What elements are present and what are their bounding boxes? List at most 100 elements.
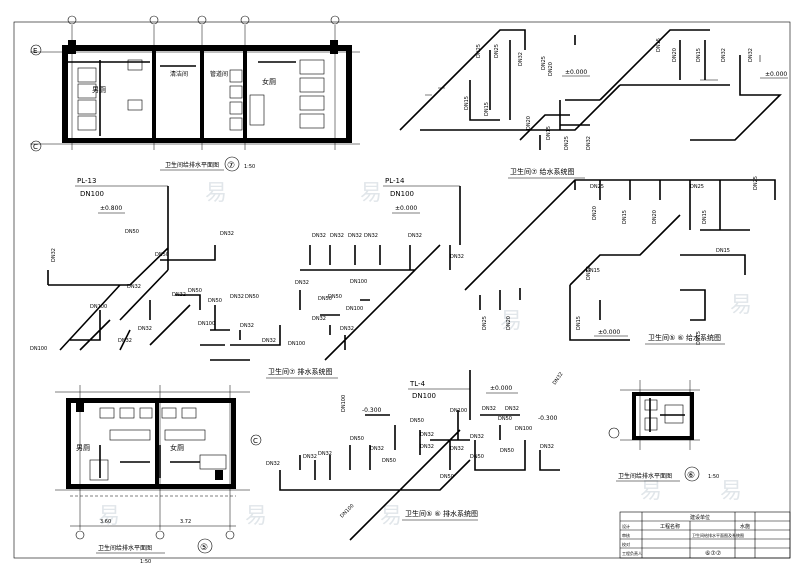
title-block-field: 工程负责人 [622,550,642,556]
pipe-size-label: DN32 [312,233,326,239]
pipe-size-label: DN50 [125,229,139,235]
title-block: 建设单位 工程名称 卫生间给排水平面图及系统图 水施 ⑥⑦⑦ 设计 审核 校对 … [619,511,791,559]
pipe-size-label: DN32 [408,233,422,239]
pipe-size-label: DN15 [696,48,702,62]
pipe-size-label: DN32 [505,406,519,412]
supply-system-7: DN25 DN25 DN32 DN25 DN20 DN15 DN15 DN20 … [399,29,788,179]
pipe-size-label: DN32 [586,266,592,280]
watermark-text: 易 [360,181,382,206]
pipe-size-label: DN20 [548,62,554,76]
drain-system-56: TL-4 DN100 ±0.000 DN100 -0.300 -0.300 DN… [266,370,560,541]
pipe-size-label: DN100 [350,279,367,285]
drawing-number: ⑥ [687,471,695,481]
riser-size: DN100 [412,392,436,400]
pipe-size-label: DN32 [364,233,378,239]
pipe-size-label: DN15 [464,96,470,110]
drawing-title: 卫生间给排水平面图 [618,472,672,480]
pipe-size-label: DN100 [339,503,355,519]
pipe-size-label: DN32 [450,254,464,260]
pipe-size-label: DN100 [288,341,305,347]
pipe-size-label: DN15 [586,268,600,274]
title-block-field: 工程名称 [660,523,680,530]
pipe-size-label: DN32 [330,233,344,239]
elevation-label: ±0.000 [765,71,787,78]
pipe-size-label: DN25 [690,184,704,190]
pipe-size-label: DN32 [312,316,326,322]
drawing-title: 卫生间⑦ 排水系统图 [268,367,333,376]
pipe-size-label: DN15 [656,38,662,52]
watermark-text: 易 [640,479,662,504]
watermark-text: 易 [730,293,752,318]
pipe-size-label: DN50 [208,298,222,304]
watermark-text: 易 [720,479,742,504]
pipe-size-label: DN50 [188,288,202,294]
elevation-label: ±0.000 [598,329,620,336]
pipe-size-label: DN100 [450,408,467,414]
elevation-label: ±0.000 [490,385,512,392]
axis-marker [30,44,42,56]
pipe-size-label: DN15 [546,126,552,140]
drawing-number-circle [197,538,213,554]
pipe-size-label: DN15 [484,102,490,116]
title-block-field: 审核 [622,532,630,538]
pipe-size-label: DN25 [564,136,570,150]
elevation-label: ±0.000 [565,69,587,76]
pipe-size-label: DN15 [622,210,628,224]
watermark-text: 易 [98,504,120,529]
riser-size: DN100 [80,190,104,198]
pipe-size-label: DN50 [440,474,454,480]
pipe-size-label: DN50 [382,458,396,464]
pipe-size-label: DN32 [348,233,362,239]
title-block-field: ⑥⑦⑦ [705,550,722,557]
pipe-size-label: DN15 [702,210,708,224]
pipe-size-label: DN32 [51,248,57,262]
pipe-size-label: DN20 [506,316,512,330]
scale-label: 1:50 [140,559,151,565]
pipe-size-label: DN15 [716,248,730,254]
plan-top: E C 男厕 [30,15,360,172]
pipe-size-label: DN32 [420,432,434,438]
riser-label: PL-13 [77,177,96,185]
riser-label: TL-4 [409,380,426,388]
pipe-size-label: DN100 [90,304,107,310]
pipe-size-label: DN32 [470,434,484,440]
pipe-size-label: DN20 [672,48,678,62]
pipe-size-label: DN32 [450,446,464,452]
pipe-size-label: DN15 [576,316,582,330]
room-label: 清洁间 [170,70,188,78]
pipe-size-label: DN20 [652,210,658,224]
watermark-text: 易 [205,181,227,206]
pipe-size-label: DN32 [721,48,727,62]
watermark-text: 易 [380,504,402,529]
pipe-size-label: DN100 [30,346,47,352]
pipe-size-label: DN15 [696,331,702,345]
elevation-label: ±0.000 [395,205,417,212]
pipe-size-label: DN25 [494,44,500,58]
room-label: 女厕 [170,443,184,452]
pipe-size-label: DN32 [370,446,384,452]
pipe-size-label: DN20 [592,206,598,220]
pipe-size-label: DN32 [262,338,276,344]
room-label: 男厕 [76,444,90,452]
watermark-layer: 易 易 易 易 易 易 易 易 易 [98,181,752,529]
watermark-text: 易 [245,504,267,529]
axis-label: E [33,47,37,55]
axis-marker [30,140,42,152]
pipe-size-label: DN25 [590,184,604,190]
pipe-size-label: DN50 [318,296,332,302]
title-block-field: 卫生间给排水平面图及系统图 [692,532,744,538]
supply-system-56: DN25 DN25 DN25 DN20 DN15 DN20 DN15 DN15 … [464,176,776,386]
scale-label: 1:50 [708,474,719,480]
room-label: 女厕 [262,77,276,86]
pipe-size-label: DN32 [586,136,592,150]
riser-label: PL-14 [385,177,405,185]
elevation-label: -0.300 [362,407,382,414]
drawing-title: 卫生间⑦ 给水系统图 [510,167,575,176]
elevation-label: -0.300 [538,415,558,422]
scale-label: 1:50 [244,164,255,170]
pipe-size-label: DN50 [245,294,259,300]
pipe-size-label: DN32 [138,326,152,332]
title-block-field: 建设单位 [690,514,710,521]
drawing-title: 卫生间给排水平面图 [98,544,152,552]
